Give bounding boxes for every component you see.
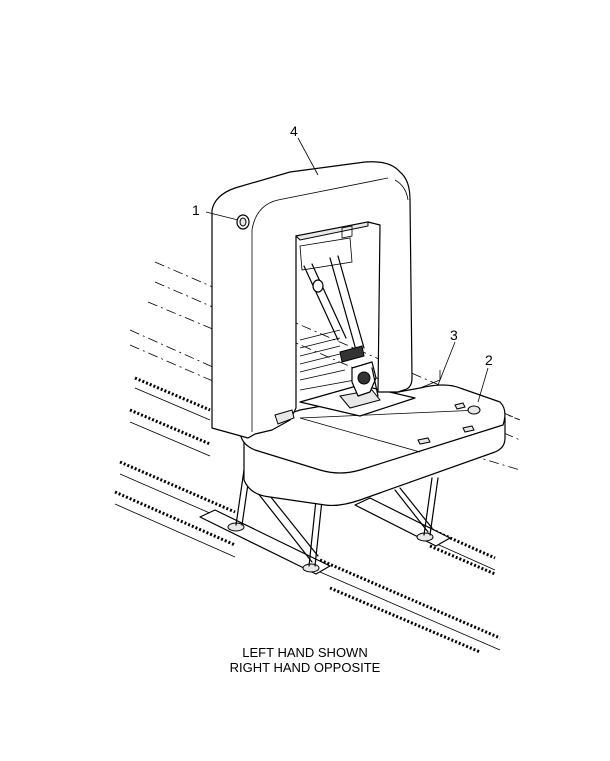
caption-line-2: RIGHT HAND OPPOSITE: [229, 660, 381, 675]
callout-2: 2: [485, 352, 493, 368]
mounting-plate-front: [199, 509, 331, 575]
callout-4: 4: [290, 123, 298, 139]
seat-base: [239, 370, 506, 507]
callout-leaders: [205, 137, 489, 403]
seat-pan: [299, 384, 416, 417]
backrest: [211, 161, 413, 439]
mounting-plate-rear: [354, 497, 451, 547]
seat-mechanism: [299, 237, 379, 397]
caption-line-1: LEFT HAND SHOWN: [242, 645, 368, 660]
callout-3: 3: [450, 327, 458, 343]
callout-1: 1: [192, 202, 200, 218]
